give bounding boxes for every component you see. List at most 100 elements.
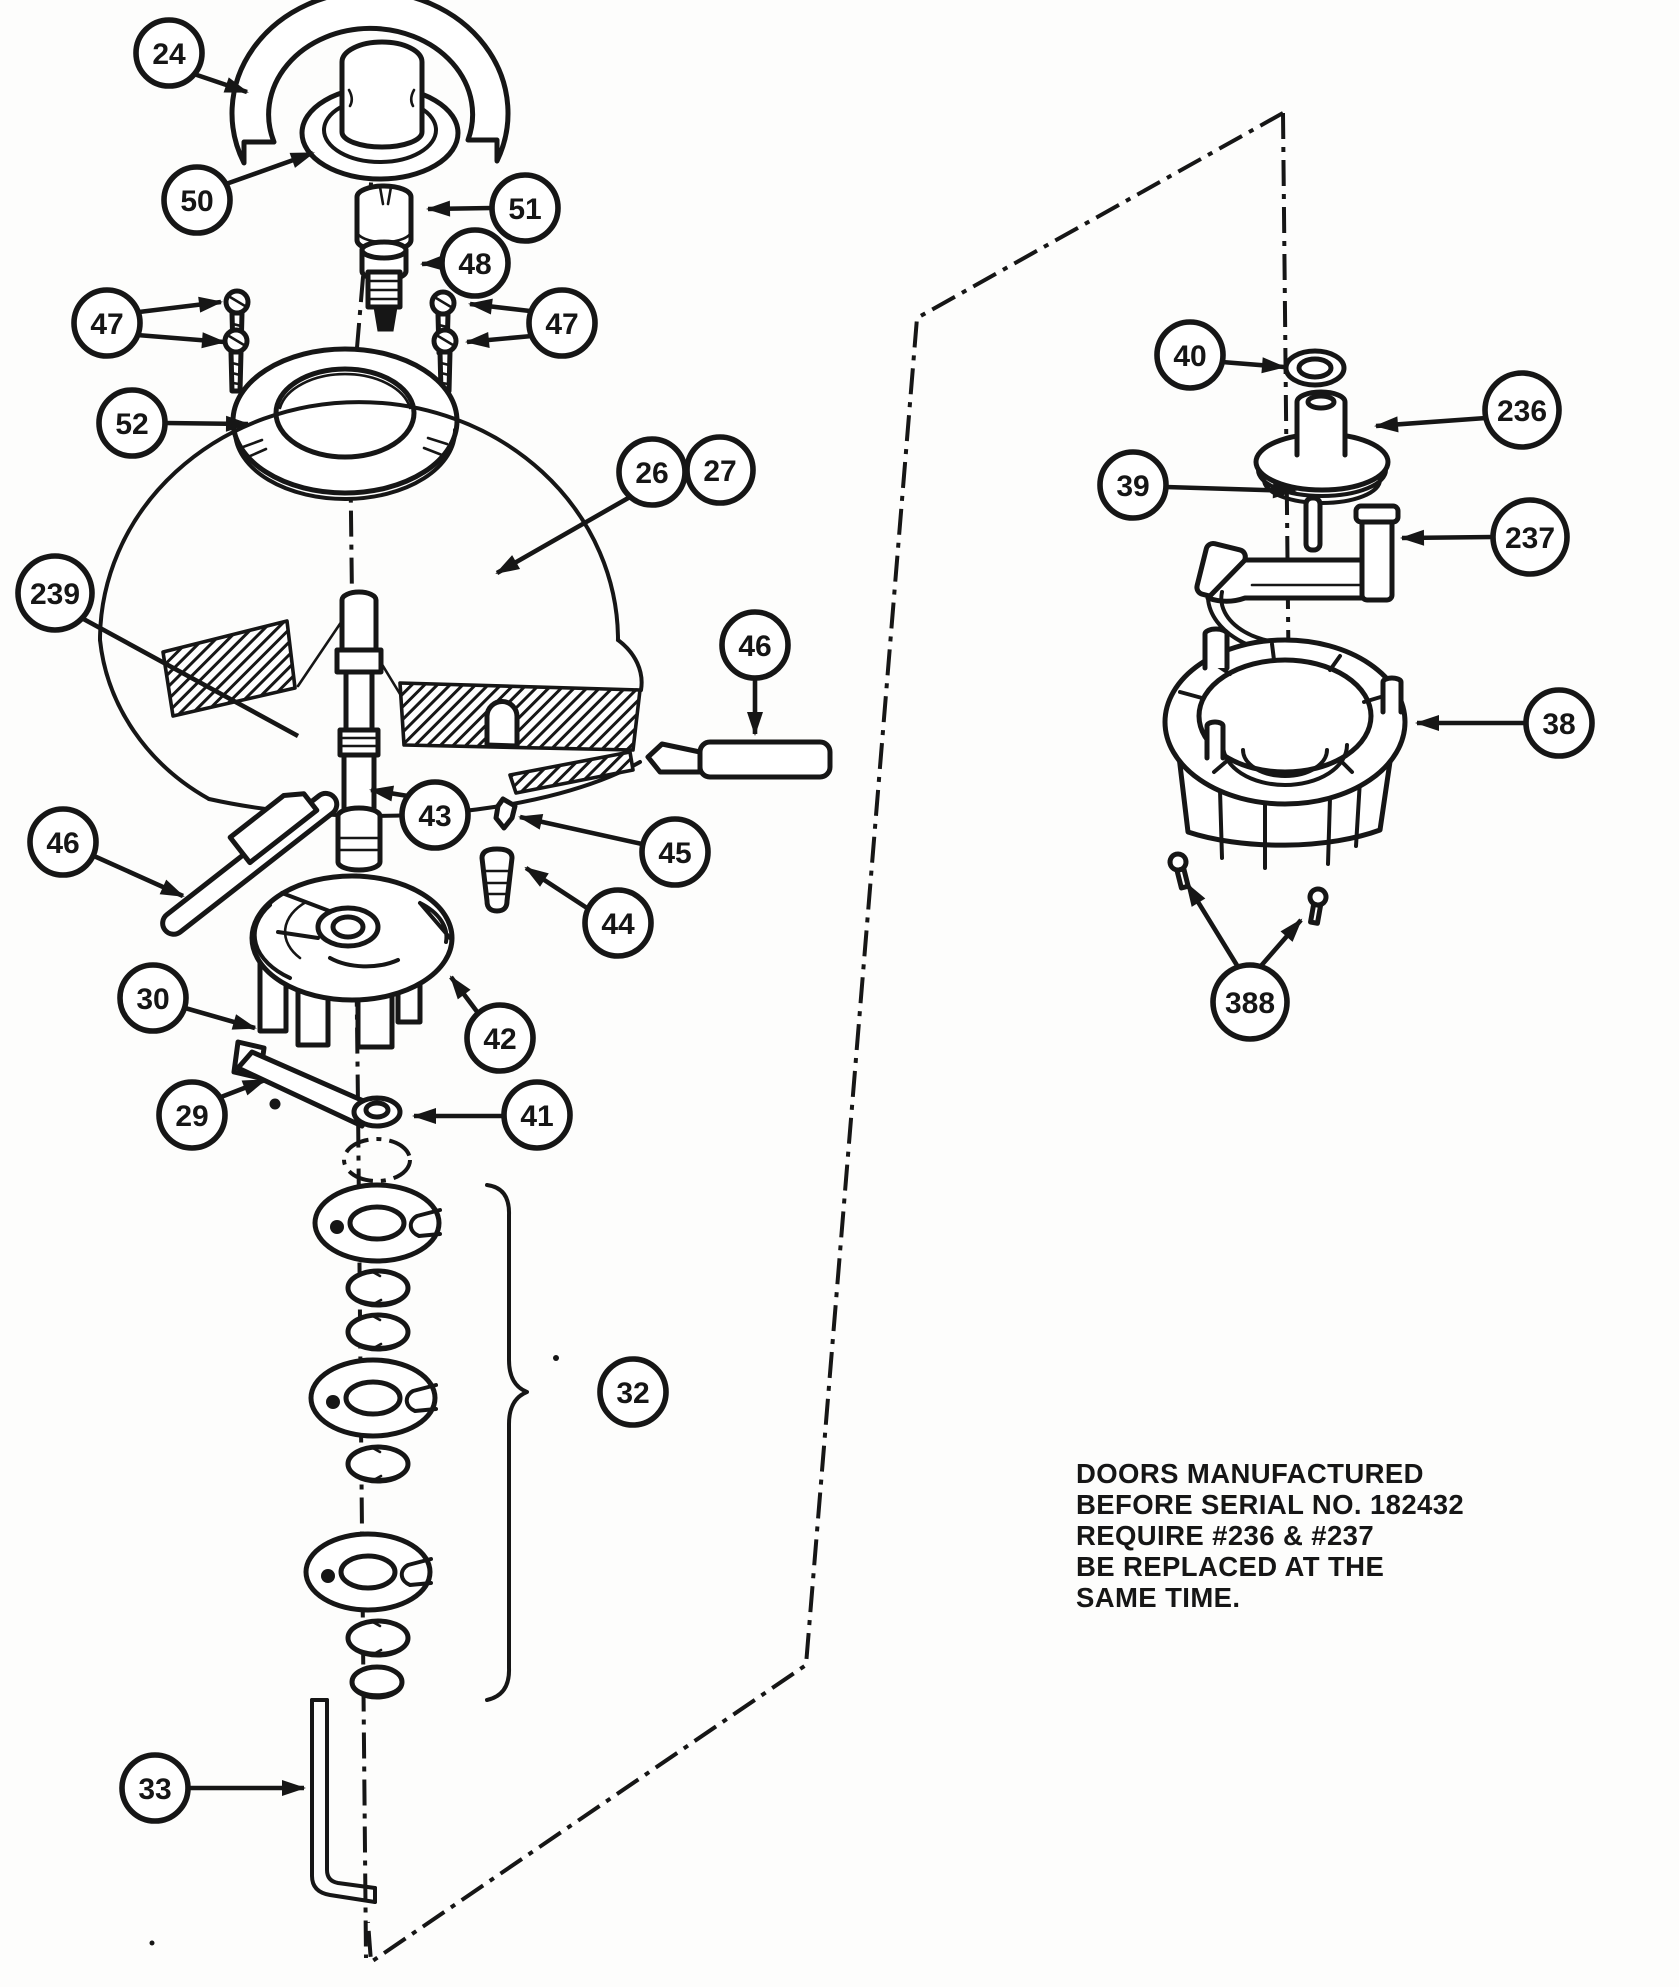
- part-pin: [1303, 495, 1323, 553]
- callout-46: 46: [27, 806, 185, 899]
- note-line: DOORS MANUFACTURED: [1076, 1458, 1424, 1489]
- callout-bubble: [71, 287, 143, 359]
- callout-number: 30: [136, 983, 169, 1016]
- callout-bubble: [464, 1002, 536, 1074]
- callout-bubble: [501, 1079, 573, 1151]
- callout-52: 52: [96, 387, 250, 459]
- callout-38: 38: [1415, 687, 1595, 759]
- callout-bubble: [1523, 687, 1595, 759]
- callout-number: 33: [138, 1773, 171, 1806]
- part-screw-small: [1306, 888, 1328, 924]
- callout-50: 50: [161, 150, 315, 236]
- note-line: BE REPLACED AT THE: [1076, 1551, 1385, 1582]
- dome-base-strip: [508, 750, 635, 795]
- callout-bubble: [582, 887, 654, 959]
- callout-number: 236: [1497, 395, 1547, 428]
- callout-bubble: [597, 1356, 669, 1428]
- part-retainer-arc: [229, 0, 511, 166]
- callout-number: 388: [1225, 987, 1275, 1020]
- callout-number: 26: [635, 457, 668, 490]
- part-cap: [299, 39, 461, 182]
- part-cam-rotor: [249, 873, 455, 1050]
- callout-bubble: [719, 609, 791, 681]
- callout-48: 48: [420, 227, 511, 299]
- callout-bubble: [1154, 319, 1226, 391]
- callout-number: 237: [1505, 522, 1555, 555]
- part-mount-ring: [230, 346, 460, 501]
- callout-51: 51: [426, 172, 561, 244]
- callout-bubble: [161, 164, 233, 236]
- part-latch-bar-right: [645, 739, 833, 780]
- callout-237: 237: [1400, 497, 1570, 577]
- callout-47: 47: [465, 287, 598, 359]
- stack-brace: [485, 1183, 529, 1702]
- callout-number: 52: [115, 408, 148, 441]
- part-bumper: [479, 846, 515, 914]
- callout-number: 239: [30, 578, 80, 611]
- callout-number: 50: [180, 185, 213, 218]
- callout-29: 29: [156, 1077, 267, 1151]
- callout-number: 42: [483, 1023, 516, 1056]
- part-washer: [351, 1095, 403, 1129]
- callout-number: 40: [1173, 340, 1206, 373]
- part-hub-bushing: [1253, 389, 1391, 505]
- callout-number: 47: [90, 308, 123, 341]
- part-lock-hub: [1162, 626, 1408, 870]
- callout-39: 39: [1097, 449, 1297, 521]
- callout-number: 46: [738, 630, 771, 663]
- callout-bubble: [117, 962, 189, 1034]
- callout-236: 236: [1374, 370, 1562, 450]
- callout-388: 388: [1185, 882, 1303, 1042]
- callout-32: 32: [597, 1356, 669, 1428]
- callout-bubble: [399, 779, 471, 851]
- main-assembly: [98, 0, 833, 1946]
- callout-bubble: [1210, 962, 1290, 1042]
- callout-number: 39: [1116, 470, 1149, 503]
- callout-42: 42: [449, 975, 536, 1074]
- part-washer-stack: [306, 1185, 440, 1700]
- part-snap-ring-phantom: [342, 1137, 412, 1183]
- speck: [553, 1355, 559, 1361]
- callout-number: 45: [658, 837, 691, 870]
- part-latch-rod-left: [160, 790, 340, 937]
- callout-bubble: [156, 1079, 228, 1151]
- callout-bubble: [1482, 370, 1562, 450]
- callout-bubble: [119, 1752, 191, 1824]
- callout-number: 24: [152, 38, 186, 71]
- callout-46: 46: [719, 609, 791, 736]
- callout-number: 41: [520, 1100, 553, 1133]
- callout-bubble: [1097, 449, 1169, 521]
- dome-keyway-notch: [484, 699, 520, 749]
- construction-lines: [347, 41, 1292, 1966]
- part-ball: [269, 1098, 281, 1110]
- callout-number: 38: [1542, 708, 1575, 741]
- note-line: BEFORE SERIAL NO. 182432: [1076, 1489, 1465, 1520]
- callout-number: 44: [601, 908, 635, 941]
- callout-bubble: [133, 17, 205, 89]
- callout-number: 43: [418, 800, 451, 833]
- callout-24: 24: [133, 17, 249, 95]
- callout-45: 45: [518, 813, 711, 888]
- callout-bubble: [15, 553, 95, 633]
- callout-bubble: [684, 434, 756, 506]
- callout-number: 51: [508, 193, 541, 226]
- callout-bubble: [96, 387, 168, 459]
- callout-bubble: [526, 287, 598, 359]
- callout-number: 48: [458, 248, 491, 281]
- part-spindle: [334, 589, 384, 873]
- callout-number: 47: [545, 308, 578, 341]
- part-torsion-rod: [310, 1698, 377, 1904]
- callouts: 24 50 51 48 47 47 52 26 27 239 46 43 45 44 46 30 29 42 41 3…: [15, 17, 1595, 1824]
- note-line: SAME TIME.: [1076, 1582, 1241, 1613]
- callout-40: 40: [1154, 319, 1286, 391]
- callout-27: 27: [684, 434, 756, 506]
- callout-number: 29: [175, 1100, 208, 1133]
- callout-30: 30: [117, 962, 257, 1034]
- service-note: DOORS MANUFACTURED BEFORE SERIAL NO. 182…: [1076, 1458, 1536, 1613]
- callout-number: 32: [616, 1377, 649, 1410]
- dome-cross-section-left: [161, 619, 297, 718]
- part-stem: [359, 239, 409, 332]
- callout-number: 27: [703, 455, 736, 488]
